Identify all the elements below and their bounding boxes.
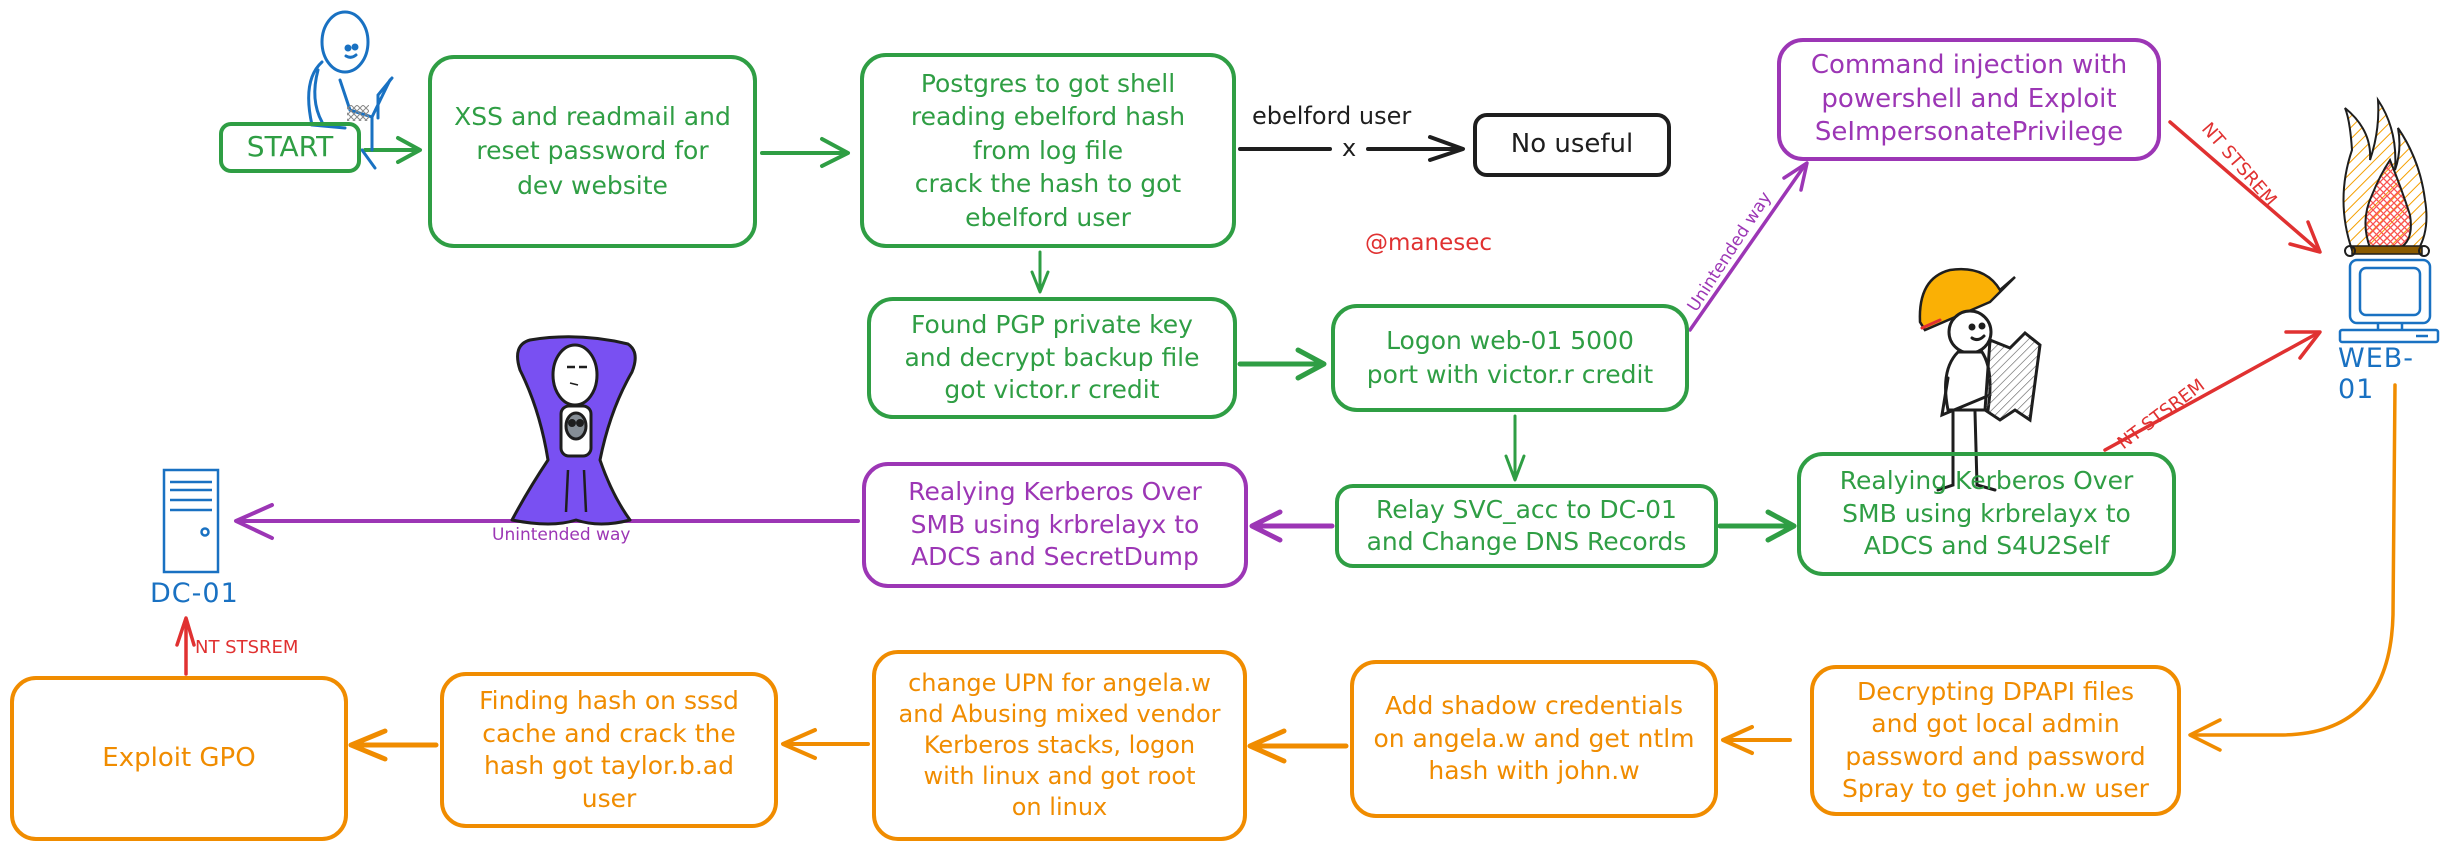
decrypt-dpapi-node[interactable]: Decrypting DPAPI files and got local adm… xyxy=(1810,665,2181,816)
blocked-x-mark: x xyxy=(1342,134,1357,162)
finding-hash-node[interactable]: Finding hash on sssd cache and crack the… xyxy=(440,672,778,828)
edge-shadow-to-upn xyxy=(1247,728,1349,764)
server-tower-icon xyxy=(162,468,220,574)
command-injection-node[interactable]: Command injection with powershell and Ex… xyxy=(1777,38,2161,161)
edge-s4u2self-to-web01 xyxy=(2103,330,2322,452)
edge-dpapi-to-shadow xyxy=(1721,725,1792,755)
postgres-shell-node[interactable]: Postgres to got shell reading ebelford h… xyxy=(860,53,1236,248)
found-pgp-node[interactable]: Found PGP private key and decrypt backup… xyxy=(867,297,1237,419)
logon-web01-node[interactable]: Logon web-01 5000 port with victor.r cre… xyxy=(1331,304,1689,412)
edge-xss-to-postgres xyxy=(760,137,850,168)
xss-readmail-node[interactable]: XSS and readmail and reset password for … xyxy=(428,55,757,248)
edge-relay-svc-to-secretdump xyxy=(1249,509,1335,543)
edge-web01-to-dpapi xyxy=(2188,383,2397,752)
edge-gpo-to-dc01 xyxy=(175,616,196,676)
person-laptop-icon xyxy=(307,10,394,170)
wizard-figure-icon xyxy=(510,335,637,526)
edge-command-injection-to-web01 xyxy=(2168,120,2322,254)
edge-logon-to-relay-svc xyxy=(1504,414,1526,482)
edge-relay-svc-to-s4u2self xyxy=(1717,509,1797,543)
ebelford-user-edge-label: ebelford user xyxy=(1252,102,1412,130)
edge-logon-to-command-injection xyxy=(1688,161,1809,332)
web01-label: WEB-01 xyxy=(2338,343,2415,405)
edge-finding-hash-to-gpo xyxy=(348,728,439,762)
nt-system-dc-label: NT STSREM xyxy=(195,637,299,658)
edge-pgp-to-logon xyxy=(1237,347,1327,381)
change-upn-node[interactable]: change UPN for angela.w and Abusing mixe… xyxy=(872,650,1247,841)
no-useful-node[interactable]: No useful xyxy=(1473,113,1671,177)
relay-svc-node[interactable]: Relay SVC_acc to DC-01 and Change DNS Re… xyxy=(1335,484,1718,568)
watermark-manesec: @manesec xyxy=(1365,230,1493,256)
start-node[interactable]: START xyxy=(219,122,361,173)
edge-postgres-to-pgp xyxy=(1030,250,1050,294)
shadow-credentials-node[interactable]: Add shadow credentials on angela.w and g… xyxy=(1350,660,1718,818)
relay-kerberos-secretdump-node[interactable]: Realying Kerberos Over SMB using krbrela… xyxy=(862,462,1248,588)
burning-computer-icon xyxy=(2338,96,2440,344)
unintended-way-horizontal-label: Unintended way xyxy=(492,525,631,545)
hardhat-figure-with-map-icon xyxy=(1918,267,2042,492)
relay-kerberos-s4u2self-node[interactable]: Realying Kerberos Over SMB using krbrela… xyxy=(1797,452,2176,576)
exploit-gpo-node[interactable]: Exploit GPO xyxy=(10,676,348,841)
dc01-label: DC-01 xyxy=(150,578,239,609)
edge-start-to-xss xyxy=(363,136,422,164)
edge-postgres-to-no-useful xyxy=(1238,135,1465,162)
edge-upn-to-finding-hash xyxy=(781,728,870,760)
